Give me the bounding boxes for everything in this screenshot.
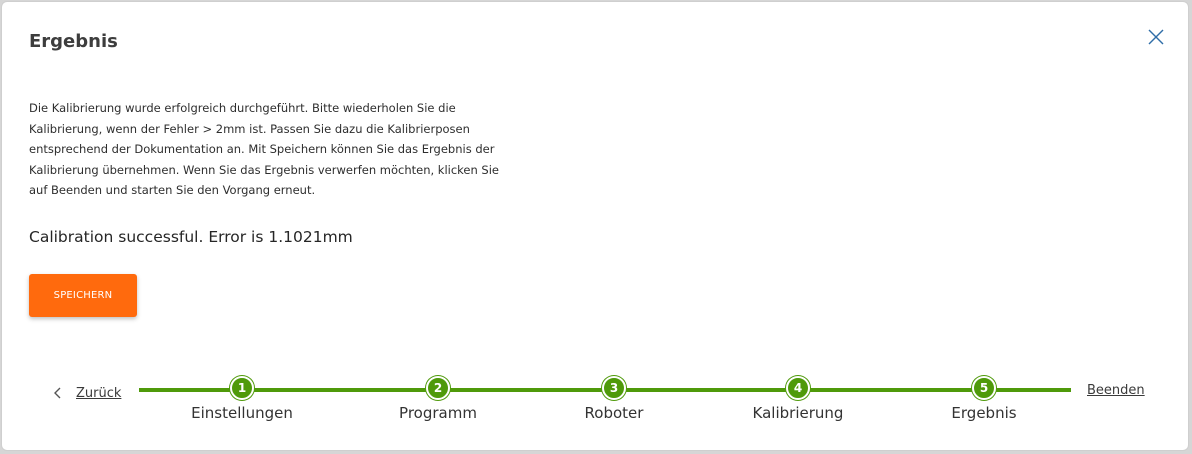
step-programm[interactable]: 2 Programm bbox=[358, 376, 518, 422]
calibration-description: Die Kalibrierung wurde erfolgreich durch… bbox=[29, 101, 500, 197]
back-link-label: Zurück bbox=[76, 385, 122, 401]
step-label: Einstellungen bbox=[191, 404, 293, 422]
step-label: Roboter bbox=[584, 404, 644, 422]
step-ergebnis[interactable]: 5 Ergebnis bbox=[904, 376, 1064, 422]
step-label: Programm bbox=[399, 404, 477, 422]
dialog-title: Ergebnis bbox=[29, 31, 118, 52]
step-einstellungen[interactable]: 1 Einstellungen bbox=[162, 376, 322, 422]
step-kalibrierung[interactable]: 4 Kalibrierung bbox=[718, 376, 878, 422]
save-button[interactable]: SPEICHERN bbox=[29, 274, 137, 317]
chevron-left-icon bbox=[54, 387, 61, 399]
close-icon bbox=[1148, 29, 1164, 45]
back-link[interactable]: Zurück bbox=[52, 383, 121, 403]
step-number-badge: 3 bbox=[602, 376, 626, 400]
step-number-badge: 5 bbox=[972, 376, 996, 400]
step-label: Kalibrierung bbox=[752, 404, 844, 422]
step-roboter[interactable]: 3 Roboter bbox=[534, 376, 694, 422]
step-number-badge: 2 bbox=[426, 376, 450, 400]
step-number-badge: 1 bbox=[230, 376, 254, 400]
step-label: Ergebnis bbox=[951, 404, 1017, 422]
step-number-badge: 4 bbox=[786, 376, 810, 400]
close-button[interactable] bbox=[1144, 25, 1168, 49]
calibration-result-text: Calibration successful. Error is 1.1021m… bbox=[29, 228, 353, 246]
end-link[interactable]: Beenden bbox=[1087, 383, 1145, 398]
